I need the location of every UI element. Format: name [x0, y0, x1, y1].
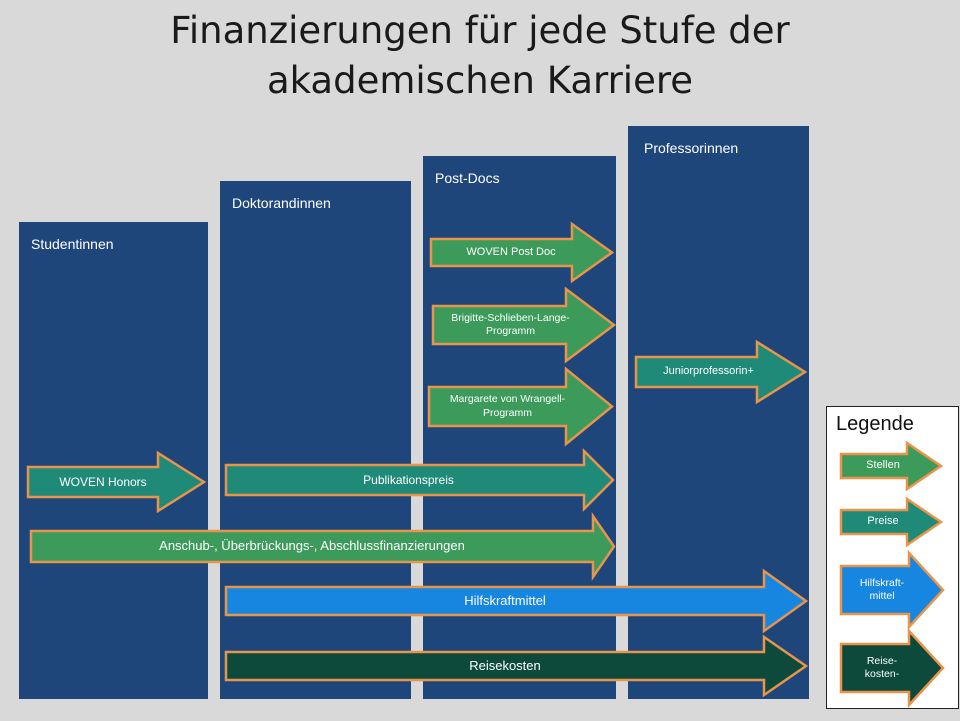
legend-hilfskraft-line-1: Hilfskraft- — [859, 576, 905, 589]
column-label-professorinnen: Professorinnen — [644, 140, 739, 156]
legend-label-stellen: Stellen — [866, 459, 900, 472]
legend-arrow-reisekosten: Reise- kosten- — [839, 627, 945, 709]
legend-arrow-hilfskraft: Hilfskraft- mittel — [839, 549, 945, 631]
column-label-studentinnen: Studentinnen — [31, 236, 114, 252]
column-label-doktorandinnen: Doktorandinnen — [232, 195, 331, 211]
arrow-woven-post-doc: WOVEN Post Doc — [429, 221, 615, 284]
legend-reise-line-1: Reise- — [866, 654, 898, 667]
title-line-2: akademischen Karriere — [266, 59, 693, 102]
legend-arrow-preise: Preise — [839, 496, 944, 548]
legend-label-reisekosten: Reise- kosten- — [841, 631, 923, 705]
arrow-label-publikationspreis: Publikationspreis — [363, 472, 454, 487]
column-label-post-docs: Post-Docs — [435, 170, 500, 186]
legend-hilfskraft-line-2: mittel — [869, 590, 895, 602]
legend: Legende Stellen Preise Hilfskraft- mitte… — [826, 406, 959, 709]
arrow-juniorprofessorin: Juniorprofessorin+ — [634, 339, 808, 405]
arrow-label-woven-honors: WOVEN Honors — [59, 474, 147, 489]
title-line-1: Finanzierungen für jede Stufe der — [170, 9, 790, 52]
arrow-hilfskraftmittel: Hilfskraftmittel — [224, 568, 809, 634]
legend-label-hilfskraft: Hilfskraft- mittel — [841, 553, 923, 627]
diagram-title: Finanzierungen für jede Stufe der akadem… — [0, 6, 960, 106]
arrow-label-wrangell: Margarete von Wrangell- Programm — [429, 369, 586, 444]
legend-label-preise: Preise — [867, 515, 899, 528]
arrow-label-hilfskraftmittel: Hilfskraftmittel — [464, 592, 546, 608]
arrow-label-schlieben-lange: Brigitte-Schlieben-Lange- Programm — [433, 289, 588, 361]
legend-arrow-stellen: Stellen — [839, 440, 944, 492]
column-studentinnen: Studentinnen — [19, 222, 208, 699]
arrow-reisekosten: Reisekosten — [224, 634, 809, 698]
arrow-label-juniorprofessorin: Juniorprofessorin+ — [663, 365, 754, 378]
schlieben-line-2: Programm — [485, 325, 535, 337]
arrow-anschub: Anschub-, Überbrückungs-, Abschlussfinan… — [29, 511, 616, 582]
wrangell-line-1: Margarete von Wrangell- — [449, 393, 566, 406]
arrow-label-woven-post-doc: WOVEN Post Doc — [466, 245, 556, 258]
arrow-woven-honors: WOVEN Honors — [26, 450, 207, 514]
legend-title: Legende — [836, 413, 914, 435]
arrow-publikationspreis: Publikationspreis — [224, 447, 615, 513]
arrow-schlieben-lange: Brigitte-Schlieben-Lange- Programm — [431, 286, 617, 364]
wrangell-line-2: Programm — [482, 406, 532, 419]
arrow-label-anschub: Anschub-, Überbrückungs-, Abschlussfinan… — [159, 538, 465, 554]
schlieben-line-1: Brigitte-Schlieben-Lange- — [451, 311, 570, 324]
legend-reise-line-2: kosten- — [864, 668, 900, 680]
arrow-wrangell: Margarete von Wrangell- Programm — [427, 366, 614, 447]
arrow-label-reisekosten: Reisekosten — [469, 657, 541, 673]
